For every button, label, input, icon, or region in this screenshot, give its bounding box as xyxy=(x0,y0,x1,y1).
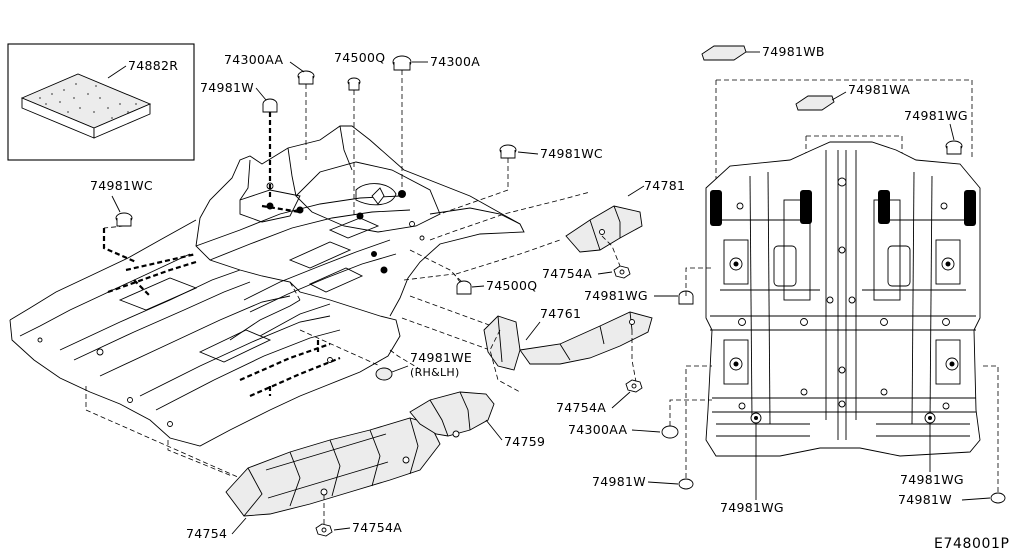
heat-insulator-74759 xyxy=(409,391,495,438)
heat-insulator-74754 xyxy=(225,417,441,528)
clip-74500Q-mid xyxy=(456,280,472,295)
plug-74981WB xyxy=(701,45,747,61)
label-74981WE: 74981WE xyxy=(410,350,472,365)
nut-74754A-mid xyxy=(613,265,631,279)
insulator-pad xyxy=(20,73,152,139)
clip-74981W-top xyxy=(262,98,278,113)
label-74761: 74761 xyxy=(540,306,581,321)
label-74500Q-top: 74500Q xyxy=(334,50,385,65)
label-74981WE-note: (RH&LH) xyxy=(410,366,460,379)
label-74981WG-right: 74981WG xyxy=(900,472,964,487)
label-74981WG-bottom: 74981WG xyxy=(720,500,784,515)
label-74981WG-top: 74981WG xyxy=(904,108,968,123)
plug-74981WE xyxy=(375,367,393,381)
clip-74981WG-top xyxy=(945,140,963,155)
clip-74500Q-top xyxy=(347,77,361,218)
label-74500Q-mid: 74500Q xyxy=(486,278,537,293)
diagram-code: E748001P xyxy=(934,536,1010,552)
label-74754A-low: 74754A xyxy=(556,400,606,415)
label-74981WC-left: 74981WC xyxy=(90,178,153,193)
label-74981WG-mid: 74981WG xyxy=(584,288,648,303)
label-74300A: 74300A xyxy=(430,54,480,69)
clip-74981W-right xyxy=(980,365,1006,504)
label-74981W-top: 74981W xyxy=(200,80,254,95)
fastener-marks xyxy=(102,112,341,398)
clip-74981WG-mid xyxy=(678,267,712,305)
floor-leaders xyxy=(85,191,591,479)
nut-74754A-low xyxy=(625,379,643,393)
clip-74300AA-low xyxy=(661,399,712,439)
clip-74981W-low-left xyxy=(678,365,712,490)
underbody-view xyxy=(705,79,981,457)
label-74300AA-low: 74300AA xyxy=(568,422,627,437)
label-74981W-low-left: 74981W xyxy=(592,474,646,489)
label-74754A-bottom: 74754A xyxy=(352,520,402,535)
label-74300AA-top: 74300AA xyxy=(224,52,283,67)
label-74754: 74754 xyxy=(186,526,227,541)
nut-74754A-bottom xyxy=(315,523,333,537)
heat-insulator-74761 xyxy=(483,311,653,393)
plug-74981WA xyxy=(795,95,835,111)
floor-panel-main xyxy=(9,125,525,447)
clip-74981WC-left xyxy=(103,212,133,229)
labels: 74300AA 74500Q 74300A 74981W 74981WC 749… xyxy=(90,44,1010,552)
label-74981WB: 74981WB xyxy=(762,44,825,59)
clip-74981WC-right xyxy=(439,144,517,215)
label-74759: 74759 xyxy=(504,434,545,449)
heat-insulator-74781 xyxy=(565,205,643,267)
label-74981W-right: 74981W xyxy=(898,492,952,507)
label-74754A-mid: 74754A xyxy=(542,266,592,281)
clip-74300A xyxy=(392,55,412,188)
clip-74300AA-top xyxy=(297,70,315,160)
inset-box-74882R: 74882R xyxy=(7,43,195,161)
label-74981WA: 74981WA xyxy=(848,82,910,97)
label-74781: 74781 xyxy=(644,178,685,193)
label-74882R: 74882R xyxy=(128,58,178,73)
label-74981WC-right: 74981WC xyxy=(540,146,603,161)
